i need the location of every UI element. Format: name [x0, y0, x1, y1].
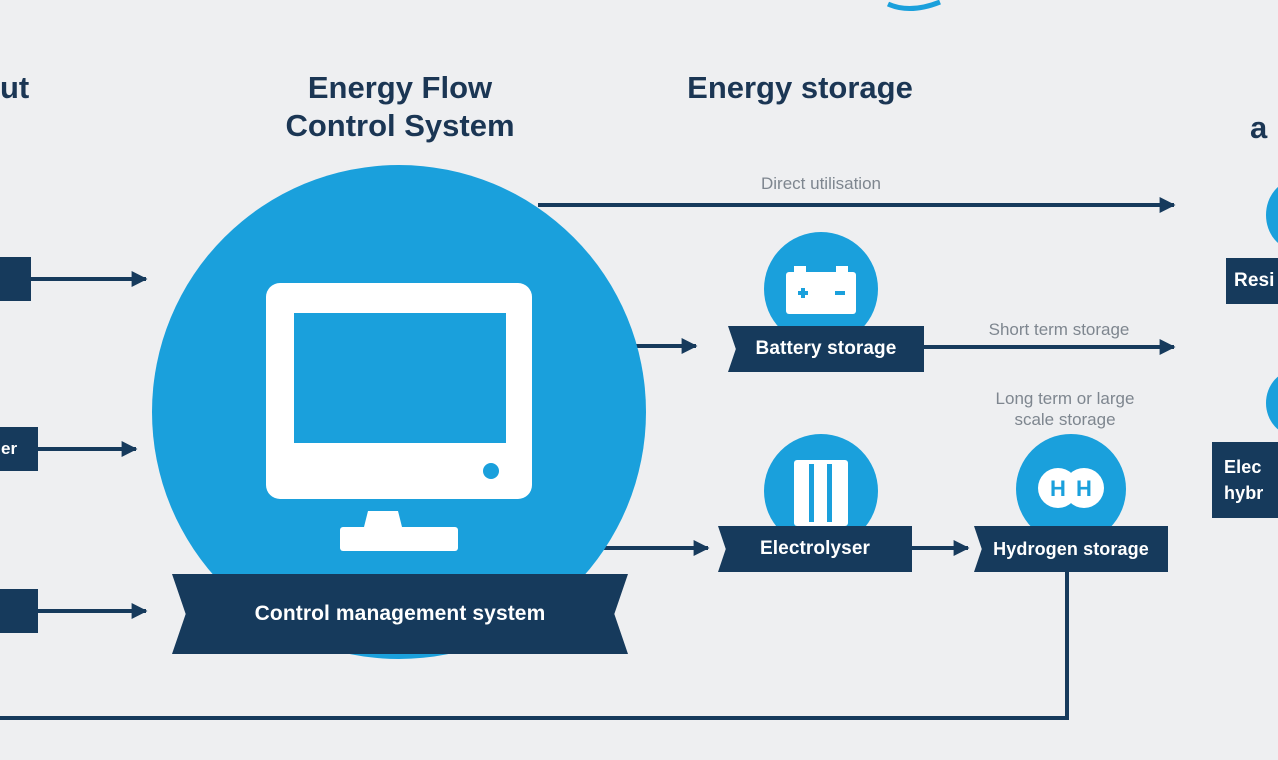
decorative-swoosh: [886, 0, 941, 11]
input-box-bottom: [0, 589, 38, 633]
svg-text:H: H: [1050, 476, 1066, 501]
electrolyser-icon: [794, 460, 848, 526]
svg-text:H: H: [1076, 476, 1092, 501]
hydrogen-icon: H H: [1038, 468, 1104, 508]
long-term-storage-label-line1: Long term or large: [995, 389, 1135, 408]
efcs-heading-line2: Control System: [285, 108, 515, 143]
direct-utilisation-label: Direct utilisation: [761, 174, 881, 193]
monitor-icon: [266, 283, 532, 551]
application-box-bottom: Elec hybr: [1212, 442, 1278, 518]
hydrogen-circle: H H: [1016, 434, 1126, 544]
hydrogen-storage-label: Hydrogen storage: [974, 526, 1168, 572]
input-box-middle: er: [0, 427, 38, 471]
application-box-bottom-line1: Elec: [1224, 457, 1262, 477]
battery-icon: [786, 266, 856, 314]
application-box-bottom-line2: hybr: [1224, 483, 1264, 503]
control-management-banner: Control management system: [172, 574, 628, 654]
efcs-heading-line1: Energy Flow: [307, 70, 493, 105]
input-box-top: [0, 257, 31, 301]
electrolyser-label: Electrolyser: [718, 526, 912, 572]
applications-heading-fragment: a: [1250, 110, 1268, 145]
long-term-storage-label-line2: scale storage: [1014, 410, 1116, 429]
energy-storage-heading: Energy storage: [687, 70, 913, 105]
application-box-top: Resi: [1226, 258, 1278, 304]
short-term-storage-label: Short term storage: [988, 320, 1130, 339]
battery-storage-label: Battery storage: [728, 326, 924, 372]
input-heading-fragment: ut: [0, 70, 30, 105]
